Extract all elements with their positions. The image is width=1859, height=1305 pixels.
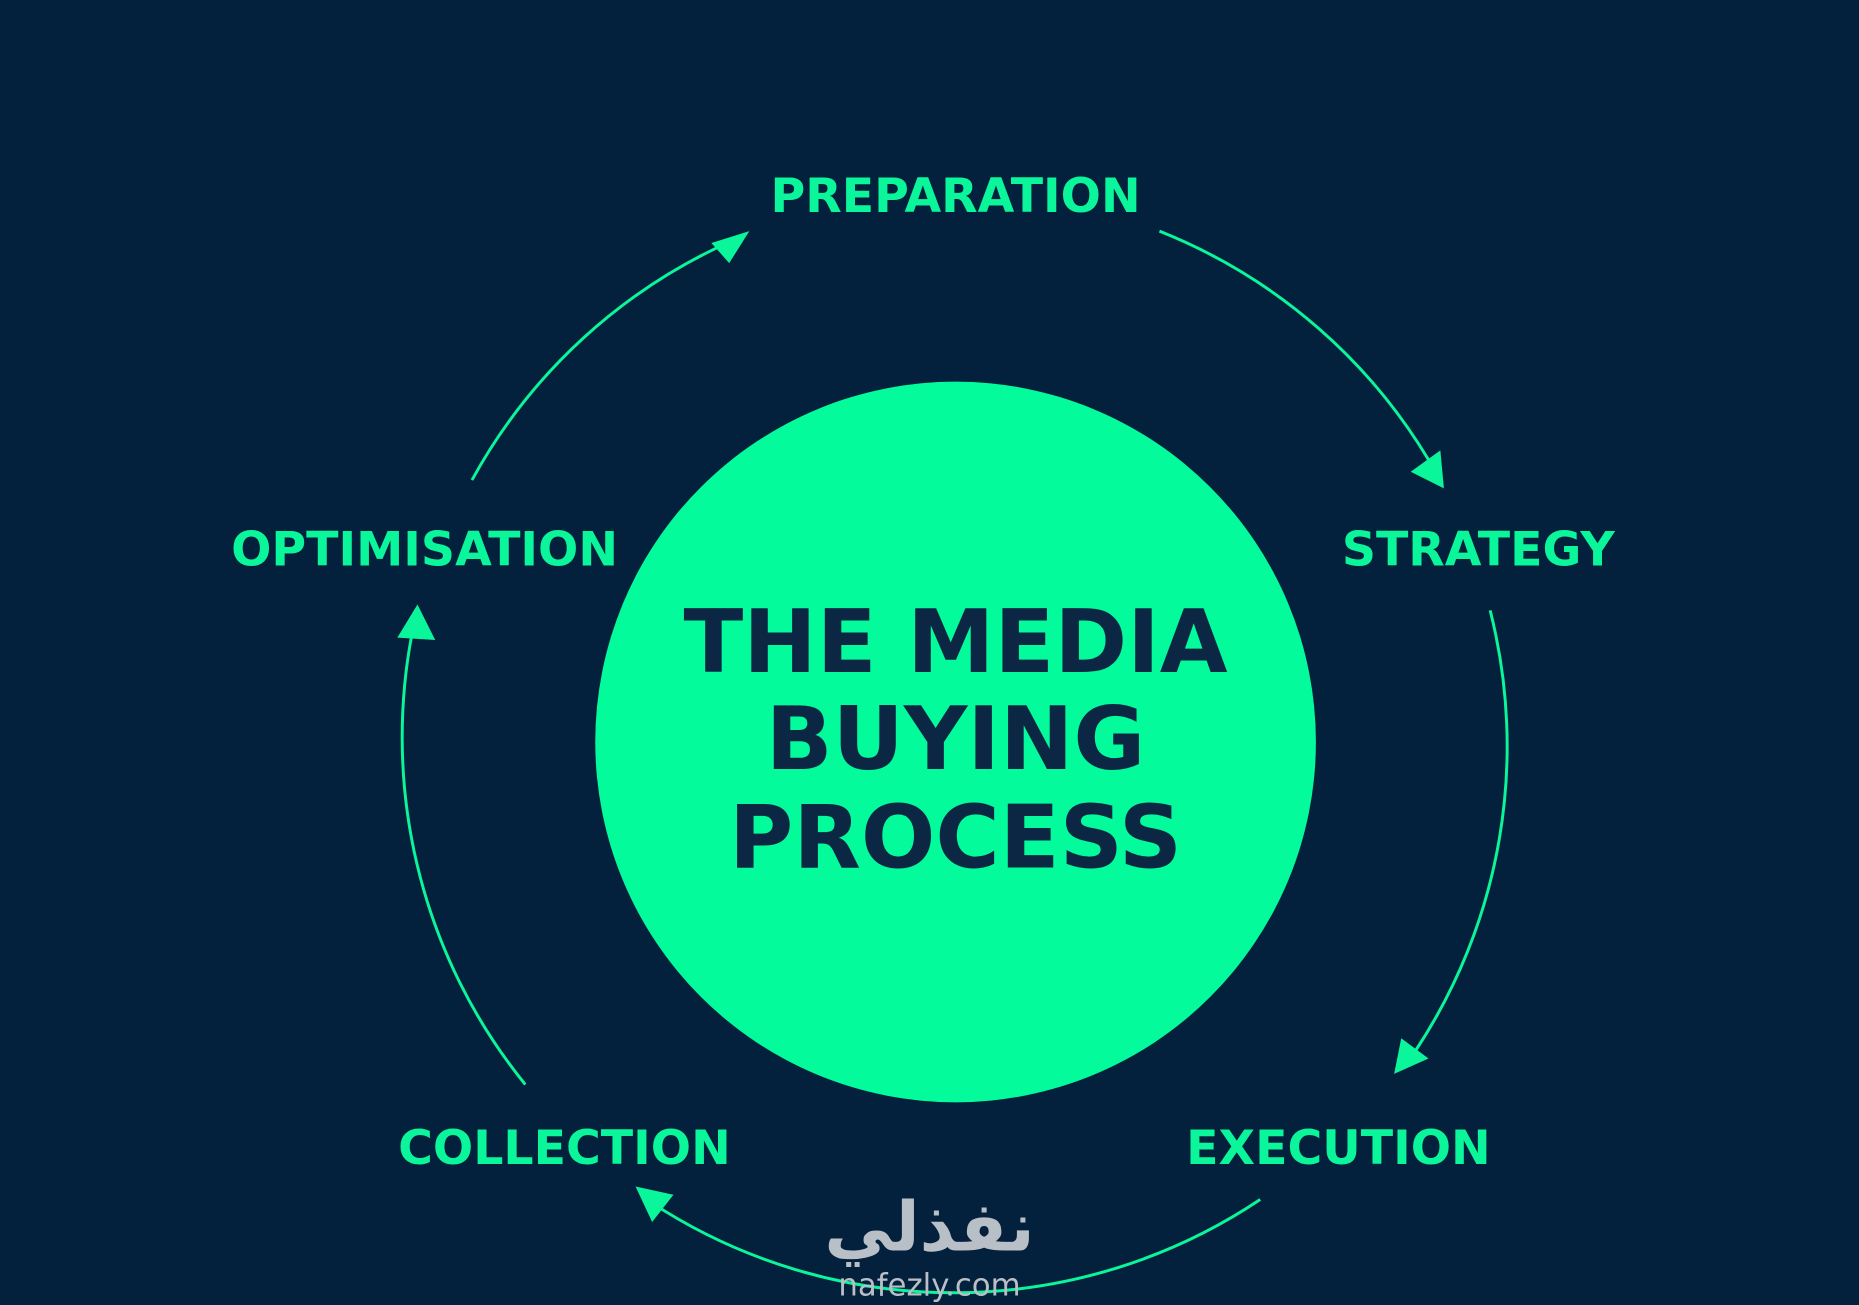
arrow-collection-to-optimisation bbox=[400, 618, 527, 1086]
arrow-strategy-to-execution bbox=[1413, 610, 1509, 1054]
center-circle bbox=[595, 381, 1316, 1103]
step-preparation: PREPARATION bbox=[770, 169, 1140, 224]
step-collection: COLLECTION bbox=[398, 1121, 731, 1176]
arrow-execution-to-collection bbox=[651, 1198, 1262, 1295]
arrowhead-icon bbox=[397, 604, 436, 641]
arrow-optimisation-to-preparation bbox=[470, 238, 736, 481]
step-strategy: STRATEGY bbox=[1342, 522, 1616, 577]
arrowhead-icon bbox=[1410, 450, 1444, 489]
arrowhead-icon bbox=[635, 1186, 674, 1223]
watermark-latin: nafezly.com bbox=[838, 1268, 1020, 1304]
step-execution: EXECUTION bbox=[1186, 1121, 1491, 1176]
arrowhead-icon bbox=[711, 231, 750, 264]
arrowhead-icon bbox=[1394, 1038, 1429, 1074]
title-line-2: BUYING bbox=[766, 688, 1146, 790]
title-line-3: PROCESS bbox=[729, 787, 1182, 889]
arrow-preparation-to-strategy bbox=[1158, 229, 1439, 475]
title-line-1: THE MEDIA bbox=[683, 591, 1227, 693]
watermark-arabic: نفذلي bbox=[824, 1187, 1034, 1267]
step-optimisation: OPTIMISATION bbox=[231, 522, 618, 577]
